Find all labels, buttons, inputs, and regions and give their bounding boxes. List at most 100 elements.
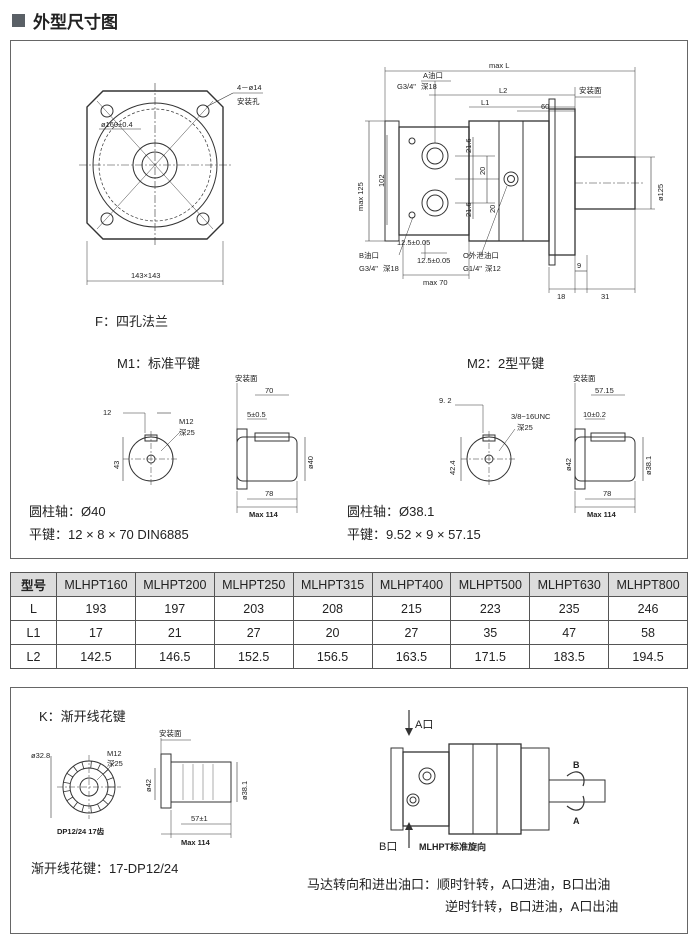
a-thread-text: G3/4": [397, 82, 416, 91]
table-row: L2 142.5 146.5 152.5 156.5 163.5 171.5 1…: [10, 644, 688, 669]
table-header-cell: MLHPT160: [56, 572, 136, 597]
m2-key-line: 平键：9.52 × 9 × 57.15: [347, 527, 481, 542]
d18-text: 18: [557, 292, 565, 301]
m1-m12-text: M12: [179, 417, 194, 426]
k-max114-text: Max 114: [181, 838, 211, 847]
b-thread-text: G3/4": [359, 264, 378, 273]
spline-tooth: [73, 766, 78, 773]
m1-d70-text: 70: [265, 386, 273, 395]
d125a-text: 12.5±0.05: [397, 238, 430, 247]
table-cell: 235: [529, 596, 610, 621]
m2-mount-text: 安装面: [573, 373, 596, 383]
b-depth-text: 深18: [383, 264, 399, 273]
k-m12-text: M12: [107, 749, 122, 758]
dp-text: DP12/24 17齿: [57, 826, 105, 836]
flange-holes-text: 4－ø14: [237, 83, 262, 92]
spline-tooth: [63, 781, 71, 784]
direction-line-1: 马达转向和进出油口：顺时针转，A口进油，B口出油: [307, 877, 611, 892]
m2-d42-text: ø42: [564, 458, 573, 471]
table-cell: L: [10, 596, 57, 621]
d125dia-text: ø125: [656, 184, 665, 201]
table-cell: 193: [56, 596, 136, 621]
flange-square-text: 143×143: [131, 271, 160, 280]
k-d381-text: ø38.1: [240, 781, 249, 800]
o-port-text: O外泄油口: [463, 250, 499, 260]
spline-tooth: [66, 796, 74, 802]
table-cell: 194.5: [608, 644, 688, 669]
a-depth-text: 深18: [421, 82, 437, 91]
m2-unc-text: 3/8−16UNC: [511, 412, 551, 421]
o-depth-text: 深12: [485, 264, 501, 273]
table-header-cell: MLHPT500: [450, 572, 531, 597]
table-header-cell: MLHPT800: [608, 572, 688, 597]
rot-a-port: A口: [415, 719, 433, 731]
table-row: L 193 197 203 208 215 223 235 246: [10, 596, 688, 621]
dimension-drawing-panel: ø160±0.4 4－ø14 安装孔 143×143: [10, 40, 688, 559]
m1-h43-text: 43: [112, 461, 121, 469]
m1-m12-depth: 深25: [179, 428, 195, 437]
motor-side-view: [365, 67, 655, 293]
spline-tooth: [97, 803, 101, 811]
std-rot-text: MLHPT标准旋向: [419, 841, 486, 852]
k-d42-text: ø42: [144, 779, 153, 792]
rot-b-port: B口: [379, 841, 397, 853]
m2-title: M2：2型平键: [467, 356, 545, 371]
l2-text: L2: [499, 86, 507, 95]
m1-title: M1：标准平键: [117, 356, 201, 371]
spline-tooth: [90, 805, 92, 813]
title-square-icon: [12, 13, 25, 27]
a-port-text: A油口: [423, 70, 443, 80]
table-cell: 17: [56, 620, 136, 645]
max125-text: max 125: [356, 182, 365, 211]
table-cell: 58: [608, 620, 688, 645]
d20a-text: 20: [478, 167, 487, 175]
rotation-motor-drawing: [390, 710, 606, 848]
m1-shaft-drawing: [122, 383, 306, 513]
table-cell: 246: [608, 596, 688, 621]
m2-d78-text: 78: [603, 489, 611, 498]
flange-dia-text: ø160±0.4: [101, 120, 133, 129]
m1-max114-text: Max 114: [249, 510, 279, 519]
d20b-text: 20: [488, 205, 497, 213]
direction-line-2: 逆时针转，B口进油，A口出油: [445, 899, 619, 914]
m1-key-line: 平键：12 × 8 × 70 DIN6885: [29, 527, 189, 542]
table-cell: 156.5: [292, 644, 373, 669]
spline-tooth: [63, 790, 71, 793]
flange-front-view: [79, 83, 263, 285]
d102-text: 102: [377, 174, 386, 187]
m2-shaft-drawing: [455, 383, 644, 513]
spline-tooth: [73, 801, 78, 808]
m1-d40-text: ø40: [306, 456, 315, 469]
top-drawing-svg: ø160±0.4 4－ø14 安装孔 143×143: [79, 61, 665, 519]
k-title: K：渐开线花键: [39, 709, 126, 724]
model-dimension-table: 型号 MLHPT160 MLHPT200 MLHPT250 MLHPT315 M…: [10, 572, 688, 669]
m1-d5-text: 5±0.5: [247, 410, 266, 419]
table-cell: 215: [371, 596, 452, 621]
m1-d78-text: 78: [265, 489, 273, 498]
table-cell: 203: [213, 596, 294, 621]
table-header-cell: MLHPT630: [529, 572, 610, 597]
d216b-text: 21.6: [464, 202, 473, 217]
table-cell: 208: [292, 596, 373, 621]
spline-line: 渐开线花键：17-DP12/24: [31, 861, 179, 876]
table-header-cell: MLHPT400: [371, 572, 452, 597]
table-cell: 146.5: [134, 644, 215, 669]
m2-keyw-text: 9. 2: [439, 396, 452, 405]
table-header-cell: MLHPT200: [134, 572, 215, 597]
table-header-cell: 型号: [10, 572, 57, 597]
table-cell: 21: [134, 620, 215, 645]
m2-d381-text: ø38.1: [644, 456, 653, 475]
m2-unc-depth: 深25: [517, 423, 533, 432]
m1-shaft-line: 圆柱轴：Ø40: [29, 504, 106, 519]
table-cell: 223: [450, 596, 531, 621]
section-title-text: 外型尺寸图: [33, 12, 118, 32]
table-cell: 171.5: [450, 644, 531, 669]
l1-text: L1: [481, 98, 489, 107]
rot-b-letter: B: [573, 760, 580, 770]
spline-side-view: [154, 738, 238, 838]
rot-a-letter: A: [573, 816, 580, 826]
table-header-cell: MLHPT315: [292, 572, 373, 597]
k-mount-text: 安装面: [159, 728, 182, 738]
spline-tooth: [106, 777, 114, 781]
d9-text: 9: [577, 261, 581, 270]
